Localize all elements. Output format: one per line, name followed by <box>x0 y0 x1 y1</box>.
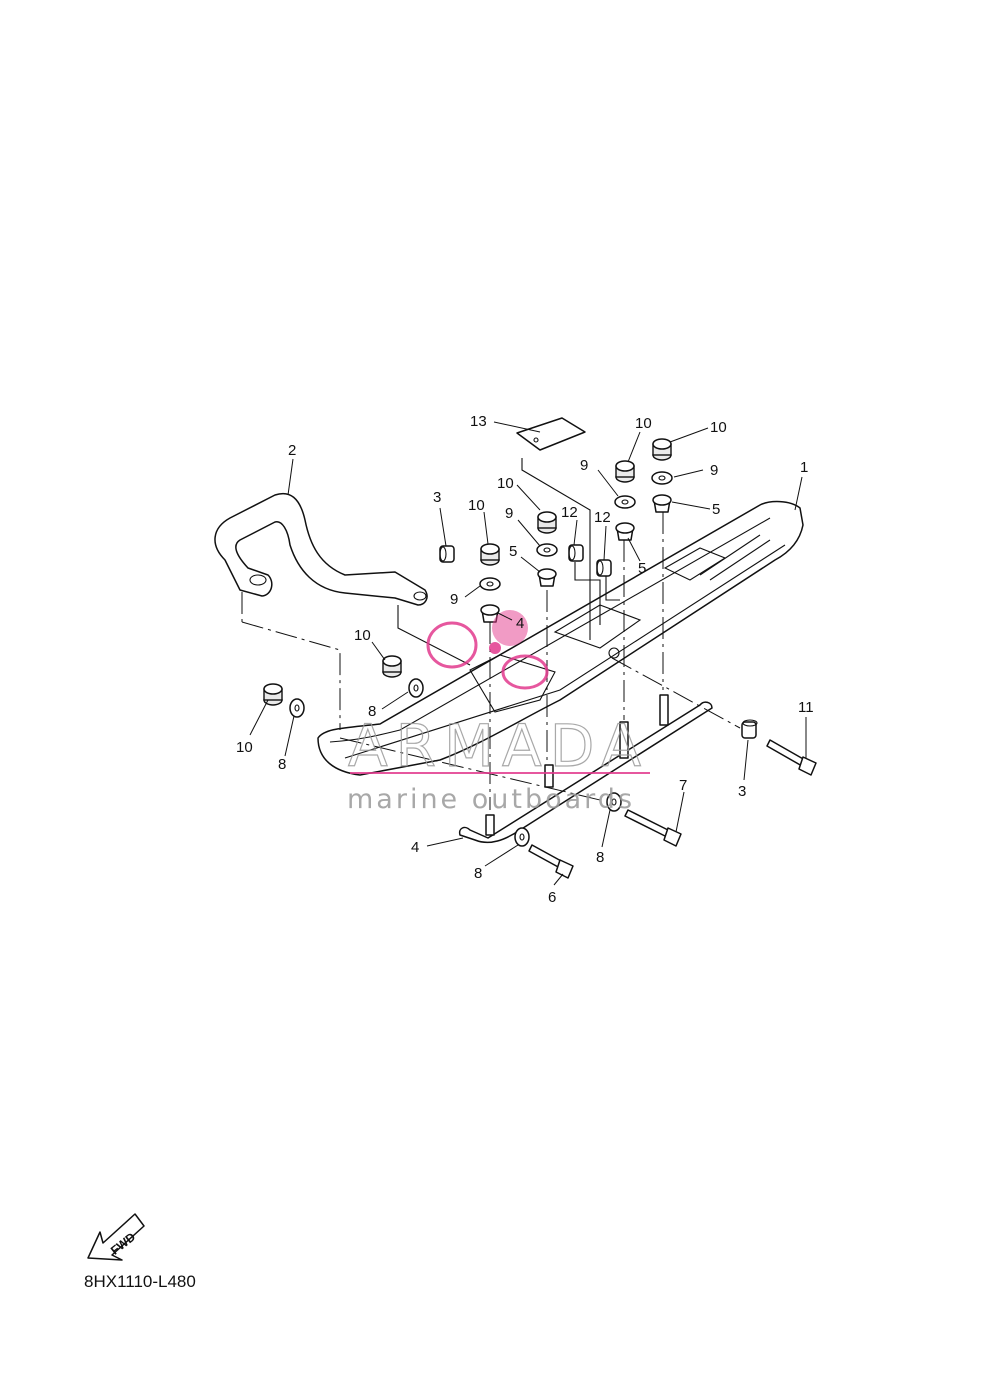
callout-3: 3 <box>738 783 746 800</box>
callout-2: 2 <box>288 442 296 459</box>
callout-10: 10 <box>354 627 371 644</box>
wear-plate <box>516 417 586 451</box>
callout-labels: 13 10 10 9 9 1 5 5 10 9 5 12 12 3 10 9 4… <box>236 413 814 906</box>
callout-5: 5 <box>638 560 646 577</box>
callout-3: 3 <box>433 489 441 506</box>
ski-body <box>317 500 804 776</box>
ski-handle <box>214 492 428 606</box>
callout-9: 9 <box>505 505 513 522</box>
callout-1: 1 <box>800 459 808 476</box>
callout-9: 9 <box>450 591 458 608</box>
callout-8: 8 <box>368 703 376 720</box>
watermark: ARMADA marine outboards <box>347 610 650 815</box>
bolts <box>528 739 817 879</box>
ski-skag <box>458 701 713 844</box>
watermark-tagline: marine outboards <box>347 784 635 815</box>
callout-10: 10 <box>710 419 727 436</box>
callout-13: 13 <box>470 413 487 430</box>
dampers <box>439 544 758 739</box>
callout-10: 10 <box>236 739 253 756</box>
fwd-arrow-icon: FWD <box>87 1213 145 1261</box>
leader-lines <box>249 421 807 886</box>
callout-6: 6 <box>548 889 556 906</box>
callout-12: 12 <box>594 509 611 526</box>
watermark-brand: ARMADA <box>348 712 649 780</box>
callout-8: 8 <box>278 756 286 773</box>
callout-7: 7 <box>679 777 687 794</box>
callout-9: 9 <box>710 462 718 479</box>
callout-8: 8 <box>474 865 482 882</box>
callout-8: 8 <box>596 849 604 866</box>
callout-12: 12 <box>561 504 578 521</box>
nuts <box>263 438 672 706</box>
propeller-logo <box>426 610 549 690</box>
flat-washers <box>289 678 622 847</box>
callout-5: 4 <box>516 615 524 632</box>
callout-10: 10 <box>468 497 485 514</box>
callout-4: 4 <box>411 839 419 856</box>
callout-10: 10 <box>635 415 652 432</box>
callout-5: 5 <box>509 543 517 560</box>
bushings <box>480 494 672 623</box>
callout-9: 9 <box>580 457 588 474</box>
diagram-code: 8HX1110-L480 <box>84 1272 196 1291</box>
skag-studs <box>485 694 669 836</box>
callout-10: 10 <box>497 475 514 492</box>
washers <box>479 471 673 591</box>
callout-11: 11 <box>798 699 814 716</box>
callout-5: 5 <box>712 501 720 518</box>
